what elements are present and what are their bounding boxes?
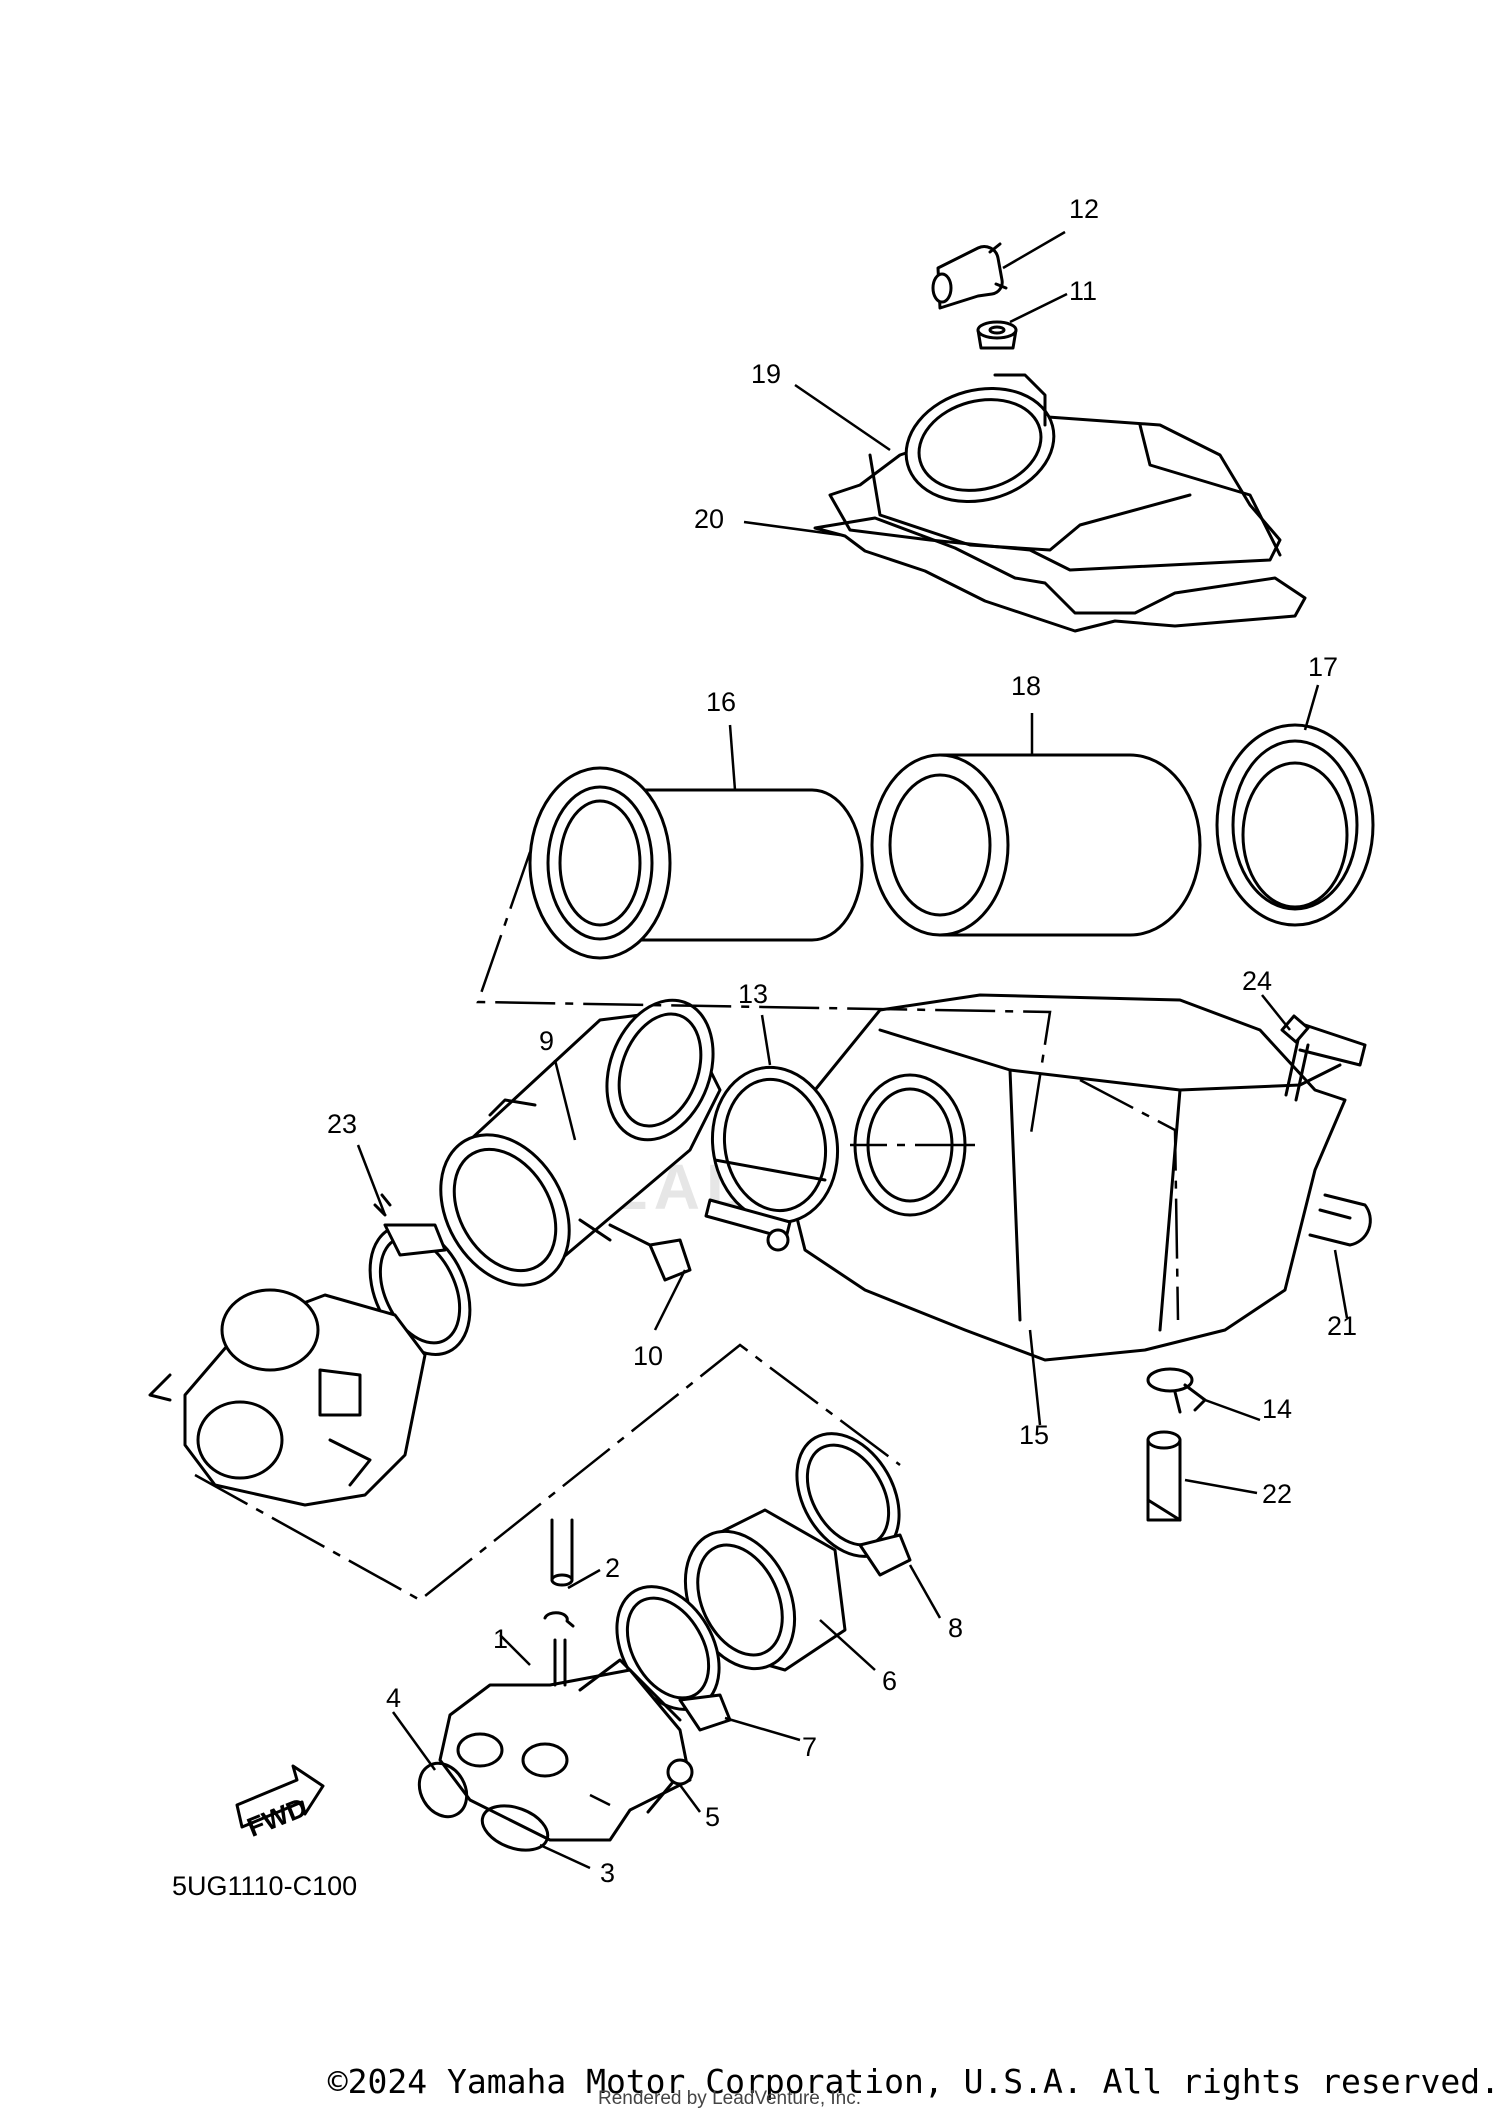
part-20-gasket [813,516,1307,633]
part-16-element [528,766,864,960]
label-10: 10 [633,1341,663,1371]
label-18: 18 [1011,671,1041,701]
part-17-ring [1215,723,1375,927]
part-9-joint [439,998,722,1287]
label-14: 14 [1262,1394,1292,1424]
part-2-clip [543,1518,575,1628]
label-21: 21 [1327,1311,1357,1341]
leader-lines [356,230,1349,1870]
part-4-oring [417,1761,469,1819]
part-24-rivet [1280,1014,1310,1102]
part-10-elbow [608,1223,692,1282]
label-22: 22 [1262,1479,1292,1509]
label-19: 19 [751,359,781,389]
part-3-oring [480,1804,550,1852]
label-1: 1 [493,1624,508,1654]
label-7: 7 [802,1732,817,1762]
label-4: 4 [386,1683,401,1713]
part-19-cover [828,373,1282,572]
part-6-boot [683,1508,847,1672]
label-2: 2 [605,1553,620,1583]
part-labels: 1 2 3 4 5 6 7 8 9 10 11 12 13 14 15 16 1… [327,194,1357,1888]
part-13-band [704,1065,840,1252]
rendered-by-text: Rendered by LeadVenture, Inc. [598,2088,862,2109]
label-11: 11 [1069,276,1097,306]
carburetor [148,1288,427,1507]
alignment-lines [194,851,1180,1807]
part-5-bolt [646,1758,694,1814]
part-15-airbox [783,993,1367,1362]
part-8-clamp [795,1432,912,1577]
label-23: 23 [327,1109,357,1139]
part-1-manifold [438,1638,692,1842]
part-18-outer-element [870,753,1202,937]
label-17: 17 [1308,652,1338,682]
label-24: 24 [1242,966,1272,996]
label-20: 20 [694,504,724,534]
fwd-arrow-icon: FWD [235,1764,325,1843]
label-8: 8 [948,1613,963,1643]
diagram-code: 5UG1110-C100 [172,1871,358,1901]
label-5: 5 [705,1802,720,1832]
label-12: 12 [1069,194,1099,224]
part-11-grommet [976,320,1018,350]
part-22-hose [1146,1430,1182,1522]
label-15: 15 [1019,1420,1049,1450]
part-21-clip [1308,1193,1372,1247]
part-7-clamp [615,1585,732,1732]
label-3: 3 [600,1858,615,1888]
copyright-text: ©2024 Yamaha Motor Corporation, U.S.A. A… [327,2062,1500,2101]
part-14-spring-clip [1146,1367,1207,1414]
label-16: 16 [706,687,736,717]
label-9: 9 [539,1026,554,1056]
label-13: 13 [738,979,768,1009]
label-6: 6 [882,1666,897,1696]
part-12-elbow [931,242,1008,310]
